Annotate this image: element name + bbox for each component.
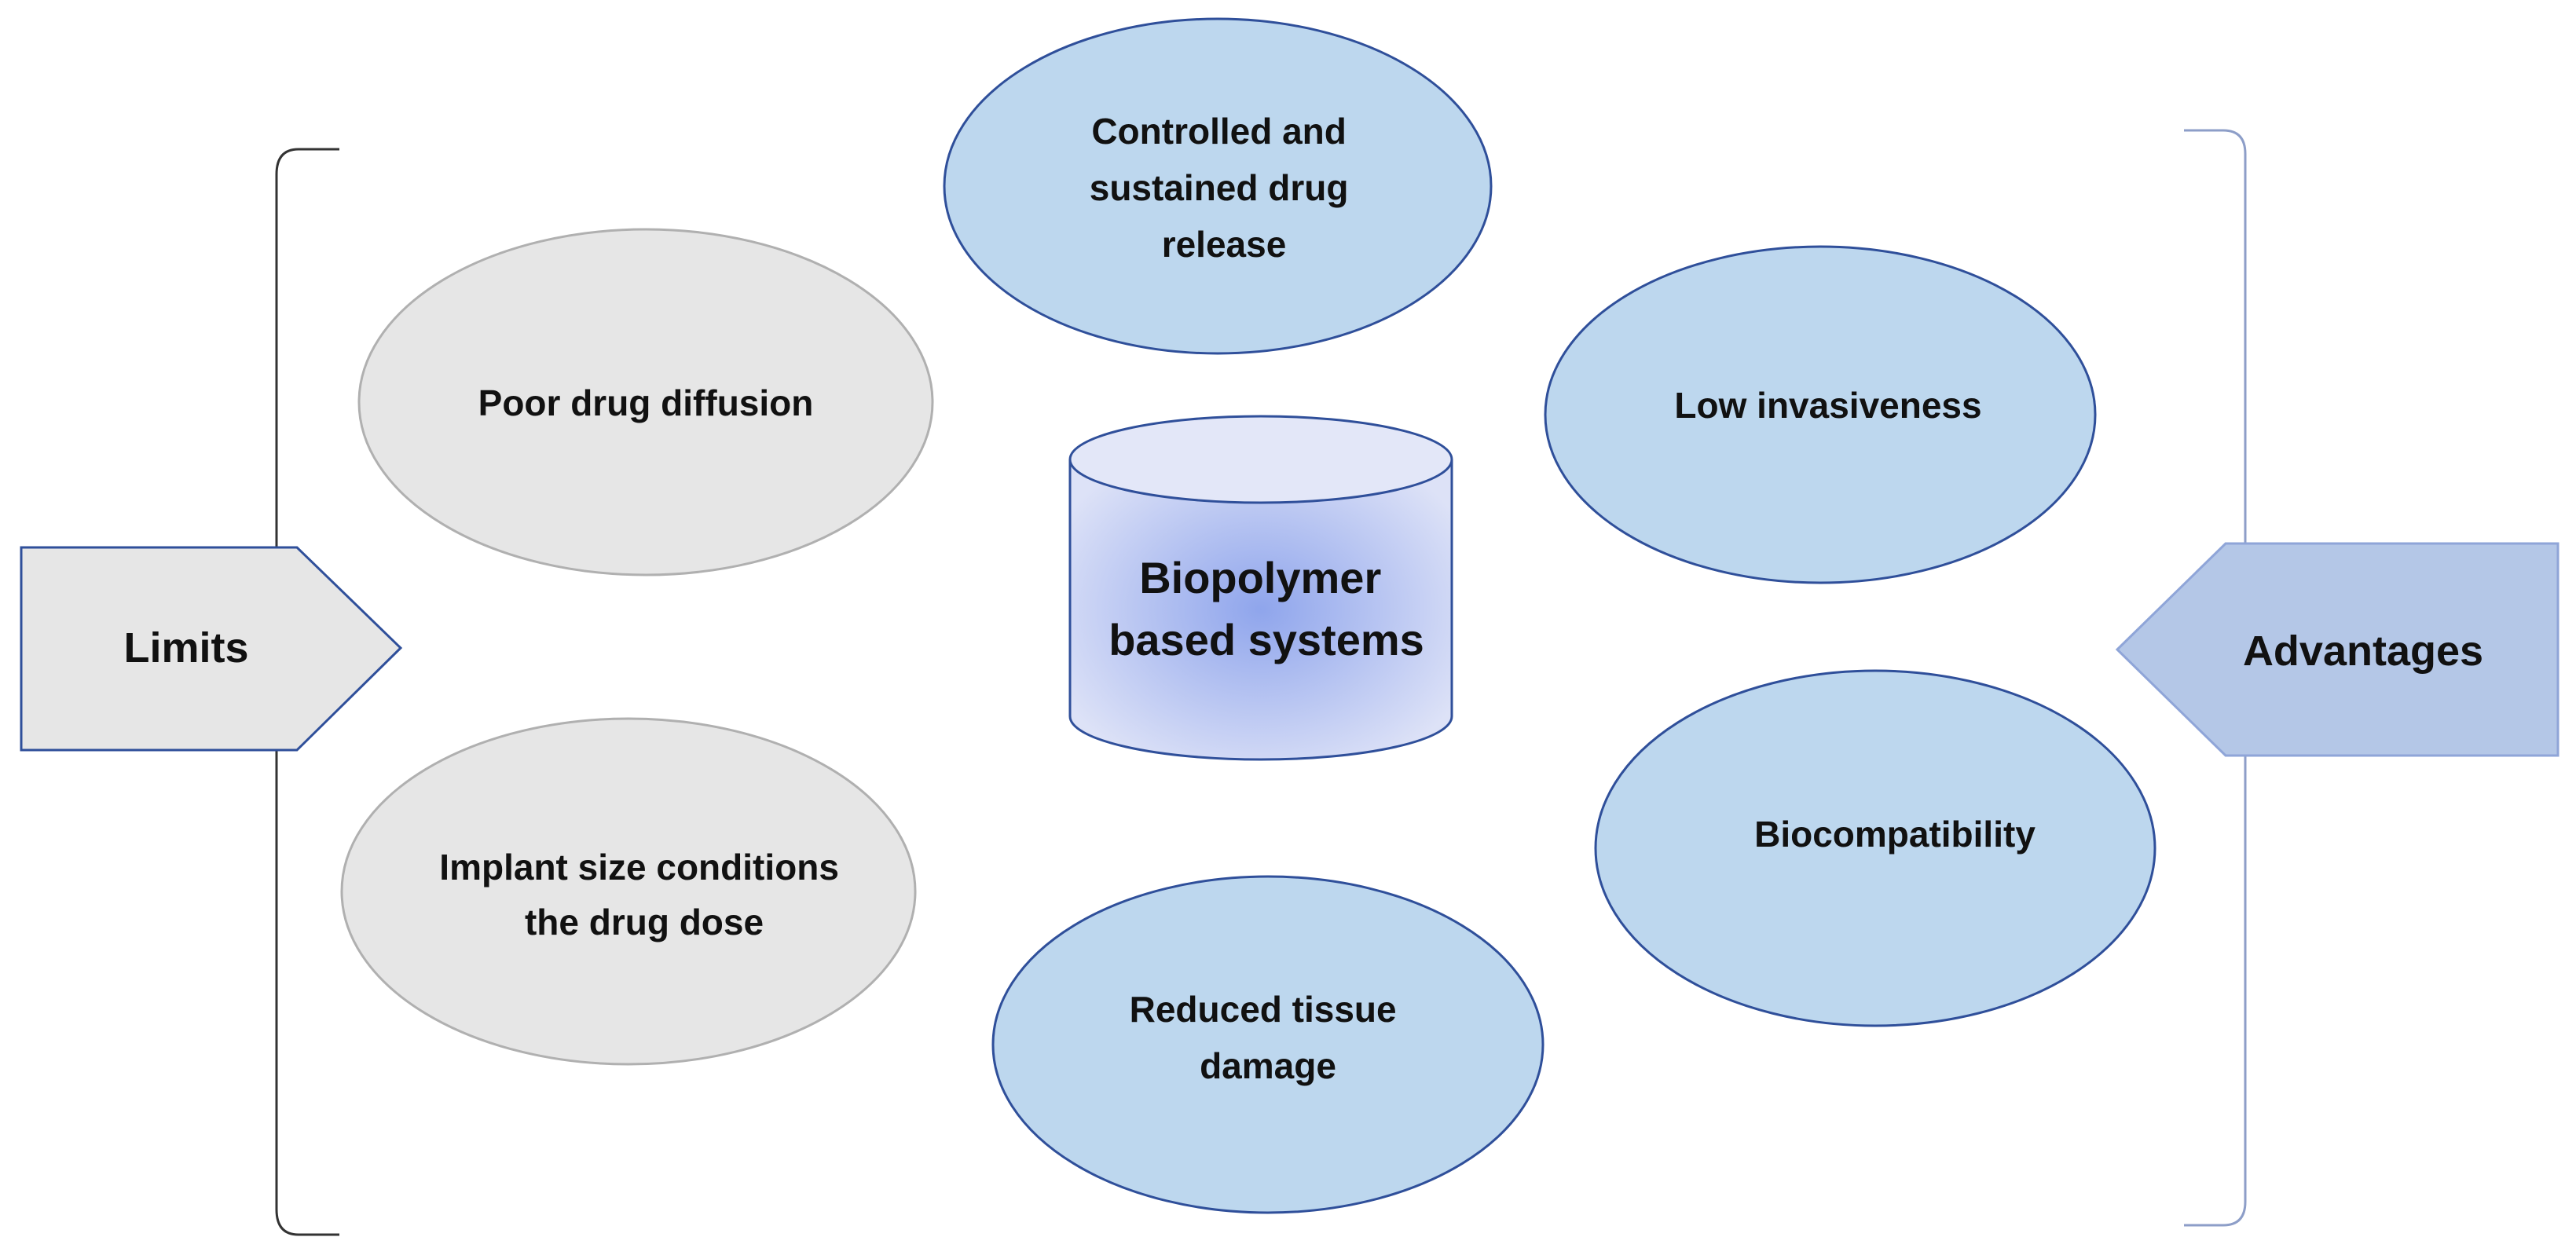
advantage-reduced-tissue-damage: Reduced tissue damage [991, 875, 1545, 1214]
center-label-line: Biopolymer [1139, 553, 1381, 602]
advantage-label-line: release [1162, 224, 1287, 265]
svg-text:Controlled and sustained: Controlled and sustained drug release [1090, 111, 1359, 265]
advantage-label-line: Controlled and [1091, 111, 1347, 152]
svg-text:Poor drug diffusion: Poor drug diffusion [478, 382, 814, 423]
advantages-arrow: Advantages [2115, 542, 2560, 757]
limit-label-line: Poor drug diffusion [478, 382, 814, 423]
biopolymer-cylinder: Biopolymer based systems [1068, 415, 1453, 761]
advantage-controlled-release: Controlled and sustained drug release [943, 17, 1493, 355]
advantage-label-line: Reduced tissue [1130, 989, 1397, 1030]
svg-text:Implant size conditions: Implant size conditions the drug dose [439, 847, 848, 942]
advantage-label-line: sustained drug [1090, 167, 1349, 208]
advantage-label-line: Biocompatibility [1754, 814, 2036, 855]
limits-arrow: Limits [20, 546, 403, 752]
advantage-label-line: Low invasiveness [1674, 385, 1981, 426]
limit-label-line: Implant size conditions [439, 847, 839, 888]
svg-text:Biocompatibility: Biocompatibility [1754, 814, 2036, 855]
advantages-label: Advantages [2243, 628, 2483, 675]
svg-text:Low invasiveness: Low invasiveness [1674, 385, 1981, 426]
svg-text:Biopolymer based systems: Biopolymer based systems [1108, 553, 1424, 664]
advantage-biocompatibility: Biocompatibility [1594, 669, 2156, 1027]
limit-label-line: the drug dose [525, 902, 764, 942]
limit-poor-drug-diffusion: Poor drug diffusion [357, 228, 934, 576]
svg-text:Reduced tissue damage: Reduced tissue damage [1130, 989, 1407, 1086]
limit-implant-size: Implant size conditions the drug dose [340, 717, 917, 1066]
advantage-label-line: damage [1200, 1045, 1336, 1086]
limits-label: Limits [123, 624, 248, 672]
center-label-line: based systems [1108, 615, 1424, 664]
advantage-low-invasiveness: Low invasiveness [1544, 245, 2097, 584]
